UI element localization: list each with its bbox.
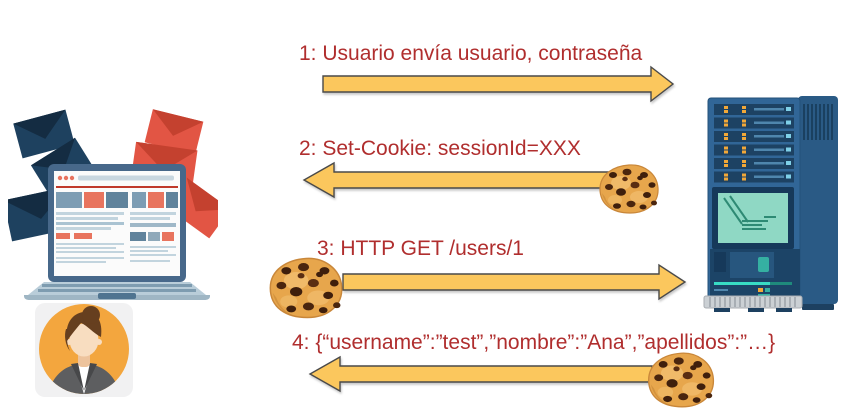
message-1-label: 1: Usuario envía usuario, contraseña — [299, 42, 643, 65]
arrow-right-icon — [342, 263, 687, 301]
cookie-icon — [599, 164, 659, 214]
arrow-right-shape — [342, 263, 687, 301]
arrow-left-shape — [302, 161, 613, 199]
cookie-icon — [647, 352, 715, 408]
arrow-left-icon — [302, 161, 613, 199]
message-4-label: 4: {“username”:”test”,”nombre”:”Ana”,”ap… — [292, 331, 776, 354]
arrow-right-icon — [322, 65, 675, 103]
message-2-label: 2: Set-Cookie: sessionId=XXX — [299, 137, 581, 160]
server-illustration — [702, 92, 844, 312]
arrow-left-icon — [308, 355, 653, 393]
arrow-right-shape — [322, 65, 675, 103]
cookie-icon — [269, 257, 343, 319]
user-avatar — [33, 301, 137, 401]
client-laptop-illustration — [3, 104, 231, 300]
arrow-left-shape — [308, 355, 653, 393]
message-3-label: 3: HTTP GET /users/1 — [317, 237, 524, 260]
